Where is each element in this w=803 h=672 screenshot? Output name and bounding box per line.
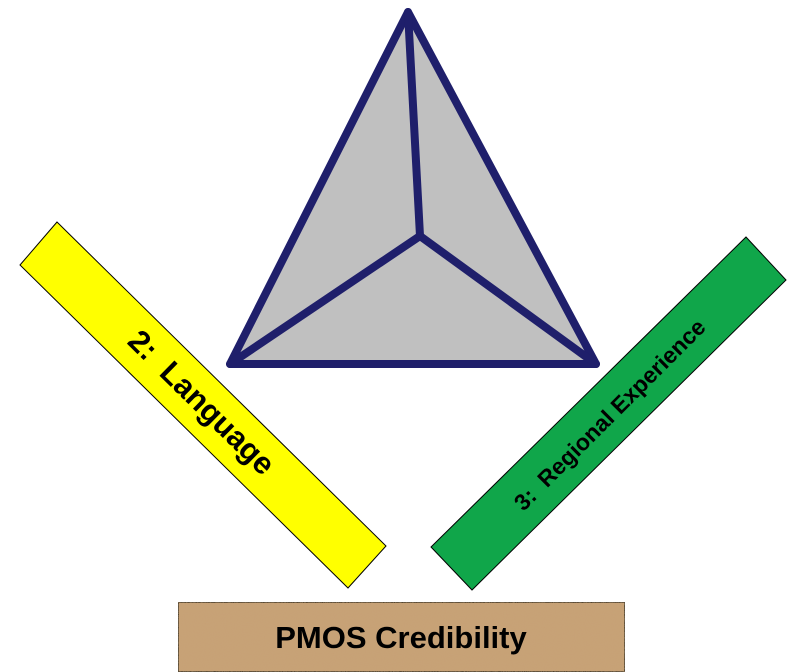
pyramid bbox=[226, 8, 600, 368]
credibility-base-label: PMOS Credibility bbox=[275, 620, 527, 655]
pyramid-edge-left bbox=[226, 232, 424, 368]
pyramid-edge-right bbox=[416, 232, 600, 368]
regional-experience-bar-body bbox=[430, 236, 787, 591]
pyramid-edge-top bbox=[404, 8, 424, 240]
credibility-base-box bbox=[177, 601, 626, 672]
credibility-base: PMOS Credibility bbox=[177, 601, 626, 672]
pyramid-face bbox=[226, 8, 600, 368]
language-bar-body bbox=[19, 221, 387, 589]
